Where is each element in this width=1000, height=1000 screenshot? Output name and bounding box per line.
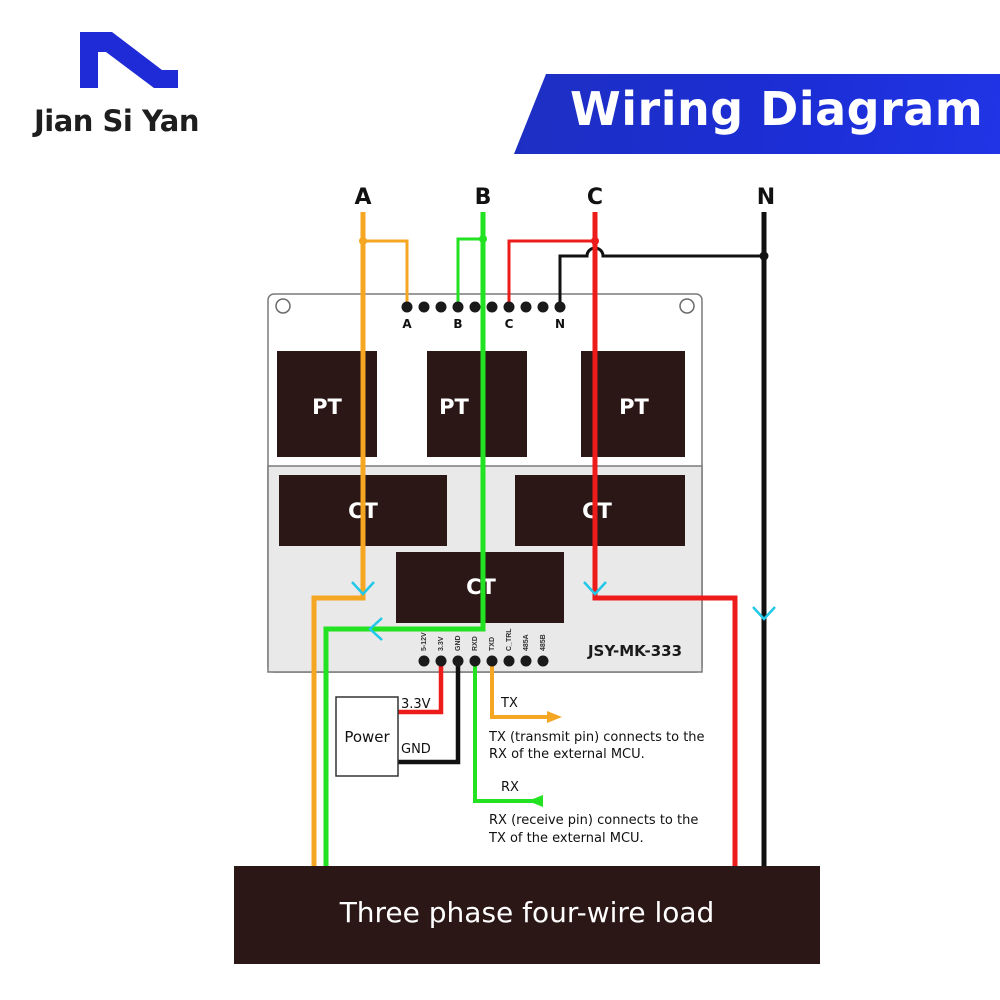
pt-label-c: PT [619, 395, 649, 419]
ct-block-b [396, 552, 564, 623]
terminal-pin-a [401, 301, 413, 313]
arrow-down-icon [583, 581, 607, 596]
wire-phase-b-tap [456, 237, 483, 306]
pin-485a [520, 655, 532, 667]
rx-desc-line1: RX (receive pin) connects to the [489, 813, 698, 828]
wire-phase-c [592, 212, 738, 868]
rx-desc-line2: TX of the external MCU. [488, 831, 644, 846]
arrow-down-icon [752, 606, 776, 621]
logo-mark [80, 32, 178, 88]
brand-name: Jian Si Yan [34, 104, 200, 138]
rx-arrow-icon [528, 795, 543, 807]
phase-b-junction [479, 235, 487, 243]
terminal-pin [469, 301, 481, 313]
current-arrows [351, 581, 776, 641]
phase-label-b: B [475, 185, 492, 210]
power-label: Power [344, 728, 390, 746]
terminal-pin [418, 301, 430, 313]
phase-label-n: N [757, 185, 775, 210]
pt-block-b [427, 351, 527, 457]
pin-label-5-12v: 5-12V [421, 632, 428, 651]
title-banner [514, 74, 1000, 154]
wire-3v3 [398, 661, 444, 715]
terminal-pins-bottom [418, 655, 549, 667]
pin-label-485b: 485B [540, 634, 547, 651]
wire-phase-b [323, 212, 486, 868]
brand-logo-icon [80, 32, 178, 88]
tx-arrow-icon [547, 711, 562, 723]
terminal-label-b: B [453, 317, 462, 331]
wire-gnd [398, 661, 461, 765]
pin-rxd [469, 655, 481, 667]
pin-txd [486, 655, 498, 667]
load-label: Three phase four-wire load [339, 896, 715, 929]
wire-phase-a-tap [363, 239, 409, 306]
terminal-pins-top [401, 301, 566, 313]
page-title: Wiring Diagram [570, 82, 984, 136]
pt-block-a [277, 351, 377, 457]
phase-a-junction [359, 237, 367, 245]
ct-block-c [515, 475, 685, 546]
terminal-pin [435, 301, 447, 313]
tx-desc-line2: RX of the external MCU. [489, 747, 645, 762]
pin-labels: 5-12V 3.3V GND RXD TXD C_TRL 485A 485B [421, 628, 547, 651]
rx-label: RX [501, 780, 519, 795]
wire-phase-a [311, 212, 366, 868]
pin-gnd [452, 655, 464, 667]
arrow-down-icon [351, 581, 375, 596]
pin-label-txd: TXD [489, 637, 496, 651]
power-gnd-label: GND [401, 742, 431, 757]
wire-tx [490, 661, 548, 719]
mount-hole-right [679, 298, 695, 314]
wire-phase-c-tap [507, 239, 595, 306]
pin-label-rxd: RXD [472, 636, 479, 651]
phase-label-a: A [354, 185, 371, 210]
arrow-left-icon [368, 617, 383, 641]
pin-label-gnd: GND [455, 635, 462, 651]
phase-label-c: C [587, 185, 603, 210]
terminal-label-c: C [505, 317, 514, 331]
terminal-label-n: N [555, 317, 565, 331]
mount-hole-left [275, 298, 291, 314]
pin-3v3 [435, 655, 447, 667]
terminal-pin [537, 301, 549, 313]
pin-5-12v [418, 655, 430, 667]
terminal-pin-n [554, 301, 566, 313]
pt-block-c [581, 351, 685, 457]
power-3v3-label: 3.3V [401, 697, 431, 712]
pt-label-a: PT [312, 395, 342, 419]
pin-485b [537, 655, 549, 667]
phase-c-junction [591, 237, 599, 245]
terminal-label-a: A [402, 317, 412, 331]
tx-label: TX [500, 696, 518, 711]
terminal-pin-b [452, 301, 464, 313]
module-model: JSY-MK-333 [587, 642, 682, 660]
neutral-junction [759, 251, 769, 261]
terminal-pin-c [503, 301, 515, 313]
terminal-pin [520, 301, 532, 313]
pin-ctrl [503, 655, 515, 667]
tx-desc-line1: TX (transmit pin) connects to the [488, 730, 705, 745]
pin-label-ctrl: C_TRL [506, 628, 513, 651]
pt-label-b: PT [439, 395, 469, 419]
pin-label-3v3: 3.3V [438, 636, 445, 651]
terminal-labels: A B C N [402, 317, 565, 331]
wire-rx [473, 661, 542, 803]
phase-headers: A B C N [354, 185, 775, 210]
power-box [335, 696, 399, 777]
terminal-pin [486, 301, 498, 313]
pin-label-485a: 485A [523, 634, 530, 651]
load-block [234, 866, 820, 964]
